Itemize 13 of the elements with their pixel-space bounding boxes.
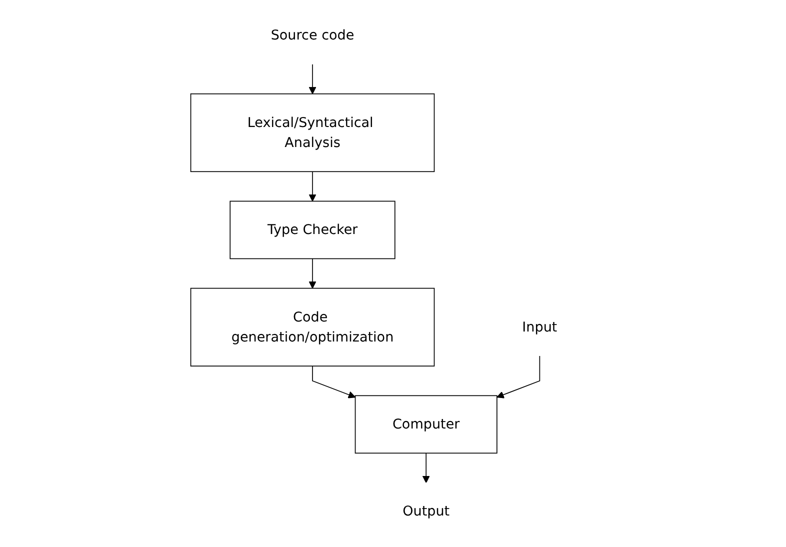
- node-text: Input: [522, 318, 558, 335]
- arrow: [497, 356, 541, 398]
- arrow: [422, 452, 430, 484]
- node-box: Lexical/Syntactical Analysis: [190, 93, 436, 172]
- arrow: [312, 366, 356, 398]
- node-box: Computer: [355, 395, 498, 454]
- arrow: [309, 64, 317, 94]
- node-text: Output: [403, 503, 450, 520]
- node-box: Code generation/optimization: [190, 288, 436, 366]
- node-text: Source code: [271, 27, 355, 44]
- arrow: [309, 258, 317, 289]
- arrow: [309, 171, 317, 202]
- node-box: Type Checker: [230, 200, 396, 260]
